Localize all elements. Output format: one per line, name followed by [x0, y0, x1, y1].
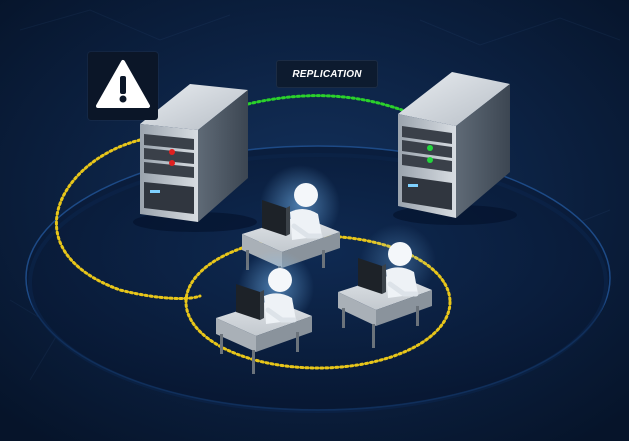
workstation-2 — [216, 250, 314, 374]
replication-label: REPLICATION — [276, 60, 378, 88]
status-led-red — [169, 149, 175, 155]
workstation-3 — [338, 224, 436, 348]
user-figure — [264, 268, 297, 324]
alert-box — [88, 52, 158, 120]
replication-link — [246, 94, 404, 112]
drive-bays — [144, 134, 194, 178]
status-led-green — [427, 145, 433, 151]
primary-server — [133, 84, 257, 232]
platform-edge — [28, 153, 608, 413]
status-led-green — [427, 157, 433, 163]
warning-triangle-icon — [96, 60, 150, 108]
power-indicator — [408, 184, 418, 187]
status-led-red — [169, 160, 175, 166]
user-figure — [290, 183, 323, 240]
monitor — [358, 258, 382, 294]
user-figure — [386, 242, 419, 298]
monitor — [262, 200, 286, 236]
network-link-primary — [55, 138, 202, 300]
power-indicator — [150, 190, 160, 193]
secondary-server — [393, 72, 517, 225]
monitor — [236, 284, 260, 320]
